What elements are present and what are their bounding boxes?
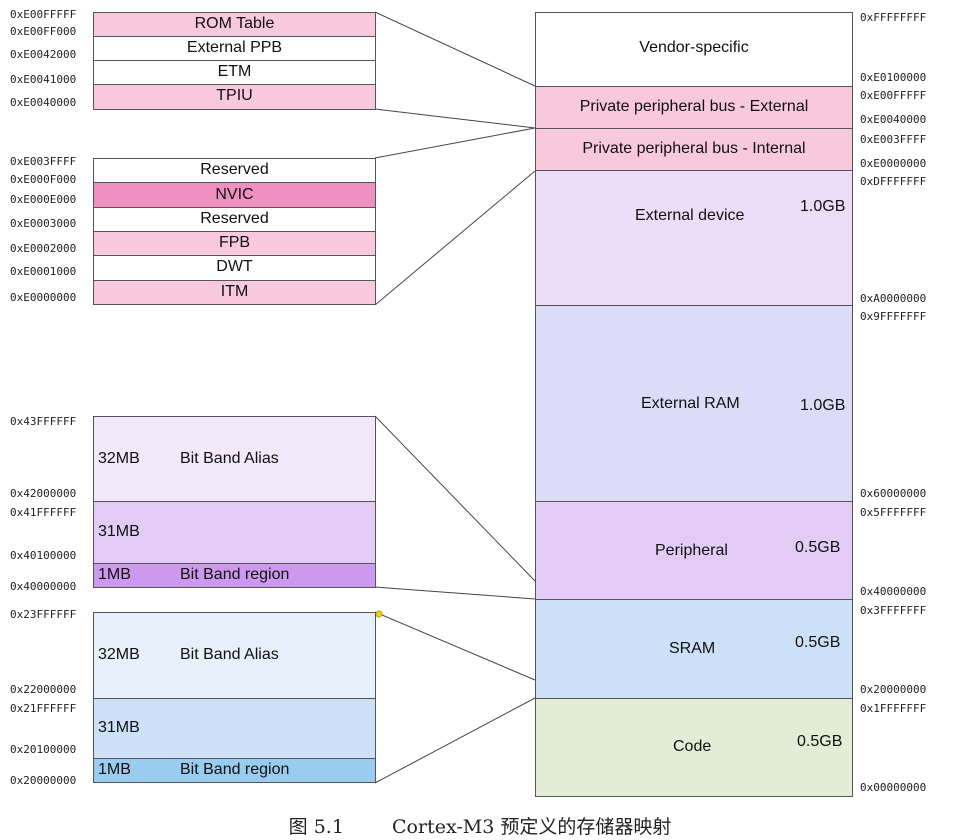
block-size: 32MB (98, 450, 140, 467)
marker-dot (375, 610, 383, 618)
region-external-device: External device 1.0GB (535, 170, 853, 306)
region-label: Peripheral (655, 542, 728, 559)
address-label: 0x5FFFFFFF (860, 506, 927, 519)
region-label: Private peripheral bus - Internal (582, 140, 806, 157)
figure-title: Cortex-M3 预定义的存储器映射 (392, 816, 672, 838)
region-ppb-internal: Private peripheral bus - Internal (535, 128, 853, 171)
region-code: Code 0.5GB (535, 698, 853, 797)
address-label: 0x3FFFFFFF (860, 604, 927, 617)
ppb-cell-fpb: FPB (93, 231, 376, 256)
block-size: 1MB (98, 566, 131, 583)
address-label: 0xE00FF000 (10, 25, 77, 38)
region-label: Vendor-specific (639, 39, 749, 56)
address-label: 0x9FFFFFFF (860, 310, 927, 323)
ext-ppb-bottom-connector (374, 108, 536, 129)
periph-bitband-region: 1MB Bit Band region (93, 563, 376, 588)
region-vendor-specific: Vendor-specific (535, 12, 853, 87)
address-label: 0xE0040000 (10, 96, 77, 109)
address-label: 0x41FFFFFF (10, 506, 77, 519)
sram-bitband-mid: 31MB (93, 698, 376, 759)
region-label: Private peripheral bus - External (579, 98, 809, 115)
int-ppb-bottom-connector (374, 170, 536, 306)
address-label: 0xE00FFFFF (10, 8, 77, 21)
region-size: 0.5GB (797, 733, 843, 750)
ppb-cell-reserved: Reserved (93, 207, 376, 232)
block-label: Bit Band Alias (180, 450, 279, 467)
periph-region-bottom-connector (374, 586, 536, 600)
address-label: 0xDFFFFFFF (860, 175, 927, 188)
address-label: 0xFFFFFFFF (860, 11, 927, 24)
address-label: 0xE0100000 (860, 71, 927, 84)
address-label: 0xE0042000 (10, 48, 77, 61)
region-size: 0.5GB (795, 539, 841, 556)
int-ppb-top-connector (374, 127, 536, 159)
address-label: 0x40000000 (860, 585, 927, 598)
address-label: 0xE0002000 (10, 242, 77, 255)
address-label: 0xE0000000 (10, 291, 77, 304)
address-label: 0x40100000 (10, 549, 77, 562)
block-size: 32MB (98, 646, 140, 663)
sram-alias-top-connector (374, 611, 536, 681)
periph-bitband-alias: 32MB Bit Band Alias (93, 416, 376, 502)
address-label: 0x21FFFFFF (10, 702, 77, 715)
address-label: 0x40000000 (10, 580, 77, 593)
address-label: 0xE0003000 (10, 217, 77, 230)
address-label: 0x1FFFFFFF (860, 702, 927, 715)
address-label: 0x00000000 (860, 781, 927, 794)
region-label: External RAM (641, 395, 740, 412)
periph-alias-top-connector (374, 415, 536, 582)
region-sram: SRAM 0.5GB (535, 599, 853, 699)
region-size: 1.0GB (800, 198, 846, 215)
periph-bitband-mid: 31MB (93, 501, 376, 564)
region-label: SRAM (669, 640, 716, 657)
region-external-ram: External RAM 1.0GB (535, 305, 853, 502)
address-label: 0x22000000 (10, 683, 77, 696)
ppb-cell-external-ppb: External PPB (93, 36, 376, 61)
block-label: Bit Band Alias (180, 646, 279, 663)
region-size: 0.5GB (795, 634, 841, 651)
block-size: 31MB (98, 523, 140, 540)
region-ppb-external: Private peripheral bus - External (535, 86, 853, 129)
address-label: 0xE0041000 (10, 73, 77, 86)
address-label: 0x23FFFFFF (10, 608, 77, 621)
region-size: 1.0GB (800, 397, 846, 414)
sram-bitband-alias: 32MB Bit Band Alias (93, 612, 376, 699)
ppb-cell-rom-table: ROM Table (93, 12, 376, 37)
ppb-cell-tpiu: TPIU (93, 84, 376, 110)
block-size: 1MB (98, 761, 131, 778)
region-label: External device (635, 207, 745, 224)
address-label: 0x60000000 (860, 487, 927, 500)
ppb-cell-dwt: DWT (93, 255, 376, 281)
block-label: Bit Band region (180, 761, 290, 778)
region-peripheral: Peripheral 0.5GB (535, 501, 853, 600)
address-label: 0x43FFFFFF (10, 415, 77, 428)
block-size: 31MB (98, 719, 140, 736)
ppb-cell-nvic: NVIC (93, 182, 376, 208)
address-label: 0x20000000 (860, 683, 927, 696)
address-label: 0xE00FFFFF (860, 89, 927, 102)
ext-ppb-top-connector (374, 11, 536, 87)
figure-caption: 图 5.1 Cortex-M3 预定义的存储器映射 (0, 812, 960, 839)
ppb-cell-etm: ETM (93, 60, 376, 85)
address-label: 0x20000000 (10, 774, 77, 787)
figure-number: 图 5.1 (288, 816, 344, 838)
address-label: 0xE003FFFF (10, 155, 77, 168)
address-label: 0xE000F000 (10, 173, 77, 186)
address-label: 0xE0001000 (10, 265, 77, 278)
region-label: Code (673, 738, 712, 755)
ppb-cell-itm: ITM (93, 280, 376, 305)
ppb-cell-reserved: Reserved (93, 158, 376, 183)
address-label: 0xE000E000 (10, 193, 77, 206)
address-label: 0x42000000 (10, 487, 77, 500)
address-label: 0xE0000000 (860, 157, 927, 170)
block-label: Bit Band region (180, 566, 290, 583)
sram-region-bottom-connector (374, 697, 536, 784)
address-label: 0xA0000000 (860, 292, 927, 305)
address-label: 0x20100000 (10, 743, 77, 756)
address-label: 0xE0040000 (860, 113, 927, 126)
sram-bitband-region: 1MB Bit Band region (93, 758, 376, 783)
address-label: 0xE003FFFF (860, 133, 927, 146)
